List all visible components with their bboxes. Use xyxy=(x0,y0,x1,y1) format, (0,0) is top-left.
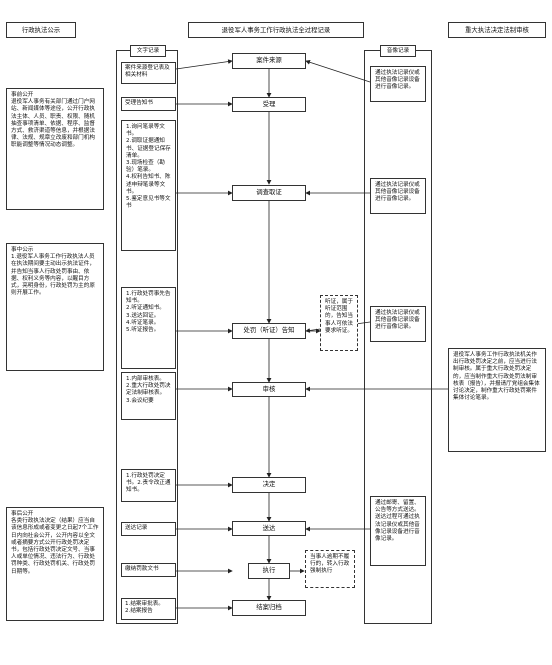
audio-record-2: 通过执法记录仪或其他音像记录设备进行音像记录。 xyxy=(370,178,426,214)
text-record-archive: 1.结案审批表。 2.结案报告 xyxy=(121,598,176,620)
text-record-source: 案件来源登记表及相关材料 xyxy=(121,62,176,84)
flow-archive: 结案归档 xyxy=(232,600,306,616)
left-note-pre: 事前公开 退役军人事务有关部门通过门户网站、新闻媒体等途径，公开行政执法主体、人… xyxy=(6,88,104,210)
flow-penalty-notice: 处罚（听证）告知 xyxy=(232,323,306,339)
text-record-penalty: 1.行政处罚事先告知书。 2.听证通知书。 3.送达回证。 4.听证笔录。 5.… xyxy=(121,287,176,369)
flow-investigate: 调查取证 xyxy=(232,185,306,201)
enforce-note: 当事人逾期不履行的，转入行政强制执行 xyxy=(305,550,355,588)
right-note-review: 退役军人事务工作行政执法机关作出行政处罚决定之前，应当进行法制审核。属于重大行政… xyxy=(448,348,546,452)
audio-record-1: 通过执法记录仪或其他音像记录设备进行音像记录。 xyxy=(370,66,426,102)
header-center: 退役军人事务工作行政执法全过程记录 xyxy=(188,22,364,38)
header-right: 重大执法决定法制审核 xyxy=(448,22,546,38)
flow-review: 审核 xyxy=(232,382,306,397)
flow-execute: 执行 xyxy=(248,563,290,579)
text-record-investigate: 1.询问笔录等文书。 2.调取证据通知书、证据登记保存清单。 3.现场检查（勘验… xyxy=(121,120,176,251)
hearing-note: 听证，属于听证范围的，告知当事人可依法要求听证。 xyxy=(320,295,358,351)
text-record-header: 文字记录 xyxy=(130,45,166,57)
flow-decision: 决定 xyxy=(232,477,306,493)
audio-record-3: 通过执法记录仪或其他音像记录设备进行音像记录。 xyxy=(370,306,426,342)
text-record-review: 1.内部审核表。 2.重大行政处罚决定法制审核表。 3.会议纪要 xyxy=(121,372,176,420)
text-record-accept: 受理告知书 xyxy=(121,97,176,111)
left-note-post: 事后公开 各类行政执法决定（结果）应当自该信息形成或者变更之日起7个工作日内向社… xyxy=(6,507,104,621)
text-record-execute: 缴纳罚款文书 xyxy=(121,563,176,577)
flow-source: 案件来源 xyxy=(232,53,306,69)
text-record-delivery: 送达记录 xyxy=(121,522,176,536)
flow-accept: 受理 xyxy=(232,97,306,112)
left-note-mid: 事中公示 1.退役军人事务工作行政执法人员在执法期间要主动出示执法证件，并告知当… xyxy=(6,243,104,371)
flow-delivery: 送达 xyxy=(232,521,306,536)
audio-record-header: 音像记录 xyxy=(380,45,416,57)
text-record-decision: 1.行政处罚决定书。2.责令改正通知书。 xyxy=(121,469,176,502)
audio-record-4: 通过邮寄、留置、公告等方式送达。送达过程可通过执法记录仪或其他音像记录设备进行音… xyxy=(370,496,426,566)
header-left: 行政执法公示 xyxy=(6,22,76,38)
